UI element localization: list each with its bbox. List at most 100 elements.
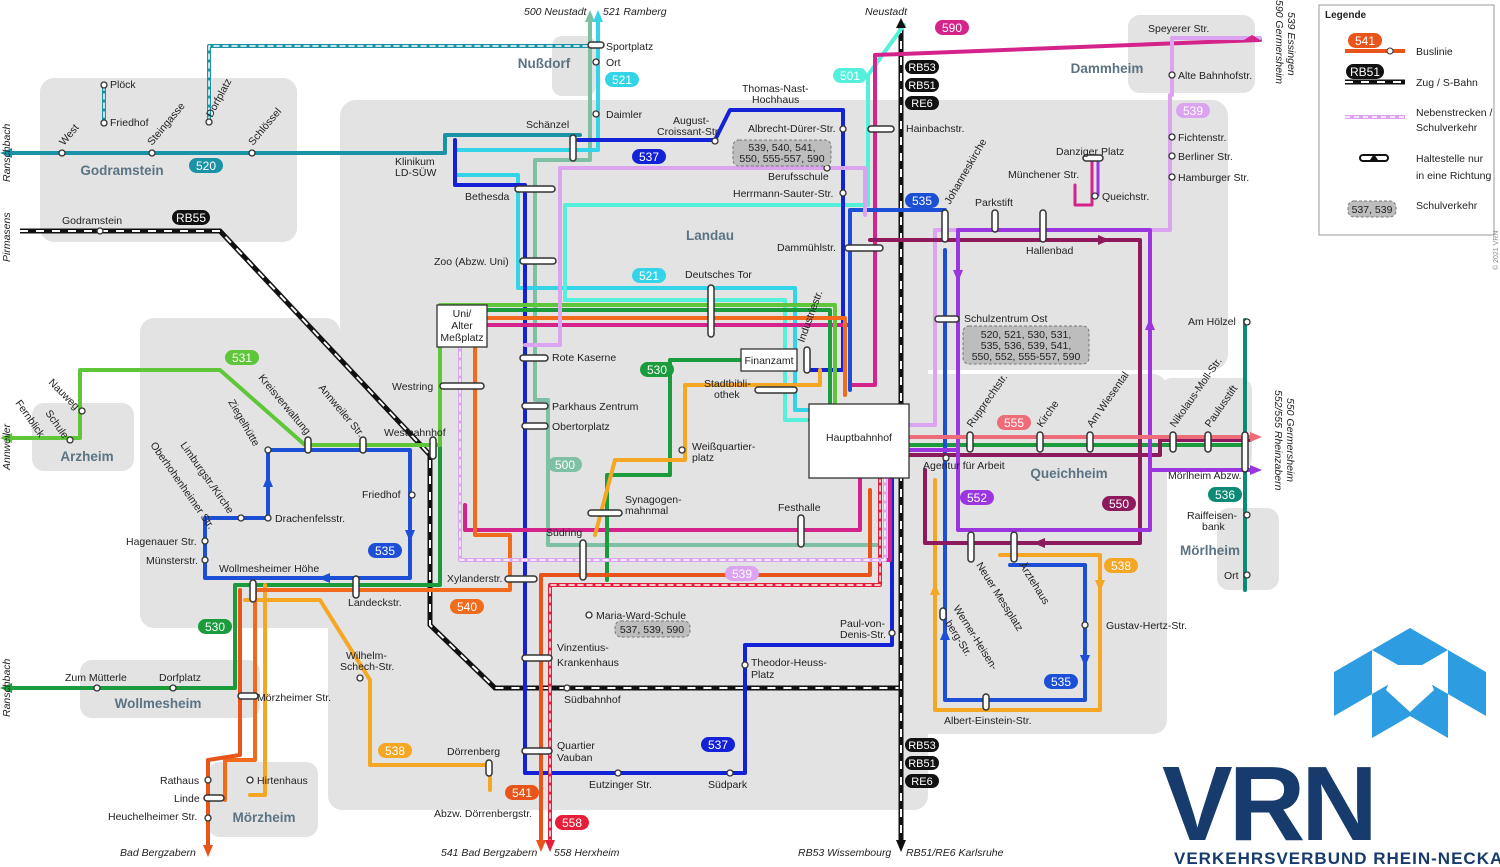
stop-hallenbad: Hallenbad <box>1026 245 1073 257</box>
legend-school-label: Schulverkehr <box>1416 200 1478 212</box>
legend-school-badge: 537, 539 <box>1352 204 1393 216</box>
badge-500: 500 <box>548 457 582 472</box>
route-540 <box>223 316 847 802</box>
stop-hamburger: Hamburger Str. <box>1178 172 1249 184</box>
dest-pirmasens: Pirmasens <box>1 212 13 262</box>
stop-dots <box>58 58 1251 822</box>
badge-537-top: 537 <box>632 149 666 164</box>
legend-bus-label: Buslinie <box>1416 46 1453 58</box>
dest-rheinzabern: 552/555 Rheinzabern <box>1272 390 1284 491</box>
badge-rb53-north: RB53 <box>905 60 939 74</box>
dest-herxheim-558: 558 Herxheim <box>554 847 620 859</box>
svg-text:535: 535 <box>375 544 395 558</box>
legend-direction-icon <box>1370 154 1378 160</box>
stop-maria-ward: Maria-Ward-Schule <box>596 610 686 622</box>
area-label-moerlheim: Mörlheim <box>1180 543 1240 558</box>
area-label-wollmesheim: Wollmesheim <box>115 696 202 711</box>
stop-klinikum-1: Klinikum <box>395 156 435 168</box>
dest-neustadt-500: 500 Neustadt <box>524 6 588 18</box>
stop-synagoge-2: mahnmal <box>625 505 668 517</box>
stop-stadtbib-2: othek <box>714 389 740 401</box>
badge-rb51-south: RB51 <box>905 756 939 770</box>
stop-uni-2: Alter <box>451 320 473 332</box>
area-arzheim <box>32 403 134 471</box>
stop-stadtbib-1: Stadtbibli- <box>704 378 751 390</box>
stop-paul-1: Paul-von- <box>840 618 885 630</box>
stop-schaenzel: Schänzel <box>526 119 569 131</box>
area-label-landau: Landau <box>686 228 734 243</box>
stop-paul-2: Denis-Str. <box>840 629 886 641</box>
badge-535-east: 535 <box>905 193 939 208</box>
badge-rb55: RB55 <box>172 210 210 225</box>
svg-text:539: 539 <box>732 567 752 581</box>
svg-text:530: 530 <box>205 620 225 634</box>
badge-552: 552 <box>960 490 994 505</box>
badge-537-south: 537 <box>701 737 735 752</box>
svg-text:535: 535 <box>1051 675 1071 689</box>
svg-text:538: 538 <box>1111 559 1131 573</box>
stop-rathaus: Rathaus <box>160 775 199 787</box>
stop-eutzinger: Eutzinger Str. <box>589 779 652 791</box>
svg-text:500: 500 <box>555 458 575 472</box>
badge-536: 536 <box>1208 487 1242 502</box>
stop-thomas-2: Hochhaus <box>752 94 799 106</box>
stop-linde: Linde <box>174 793 200 805</box>
svg-text:RE6: RE6 <box>911 98 932 110</box>
stop-zoo: Zoo (Abzw. Uni) <box>434 256 509 268</box>
dest-essingen: 539 Essingen <box>1285 12 1297 76</box>
badge-530-west: 530 <box>198 619 232 634</box>
svg-text:541: 541 <box>512 786 532 800</box>
svg-text:550: 550 <box>1109 497 1129 511</box>
svg-text:537: 537 <box>639 150 659 164</box>
stop-hirtenhaus: Hirtenhaus <box>257 775 308 787</box>
badge-521-nussdorf: 521 <box>605 72 639 87</box>
stop-xylander: Xylanderstr. <box>447 573 502 585</box>
stop-raiffeisen-2: bank <box>1202 521 1226 533</box>
stop-dorfplatz-w: Dorfplatz <box>159 672 201 684</box>
stop-suedring: Südring <box>546 527 582 539</box>
stop-synagoge-1: Synagogen- <box>625 494 682 506</box>
stop-agentur: Agentur für Arbeit <box>923 460 1005 472</box>
stop-raiffeisen-1: Raiffeisen- <box>1187 510 1238 522</box>
badge-re6-north: RE6 <box>905 96 939 110</box>
stop-friedhof-g: Friedhof <box>110 117 149 129</box>
stop-wilhelm-2: Schech-Str. <box>340 661 394 673</box>
destination-labels: 500 Neustadt 521 Ramberg Neustadt 539 Es… <box>1 0 1297 859</box>
route-552 <box>906 228 1252 472</box>
school-boxes: 539, 540, 541, 550, 555-557, 590 520, 52… <box>614 139 1090 638</box>
badge-rb53-south: RB53 <box>905 738 939 752</box>
stop-abzw-doerren: Abzw. Dörrenbergstr. <box>434 808 532 820</box>
area-labels: Landau Godramstein Nußdorf Dammheim Arzh… <box>60 56 1240 825</box>
dest-ramberg-521: 521 Ramberg <box>603 6 667 18</box>
stop-moerzheimer-str: Mörzheimer Str. <box>257 692 331 704</box>
copyright: © 2021 VRN <box>1492 231 1500 270</box>
stop-weissq-1: Weißquartier- <box>692 441 756 453</box>
vrn-subtitle: VERKEHRSVERBUND RHEIN-NECKAR <box>1174 849 1500 867</box>
school-box-1-l2: 550, 555-557, 590 <box>739 153 824 165</box>
stop-berliner: Berliner Str. <box>1178 151 1233 163</box>
stop-ort-n: Ort <box>606 57 621 69</box>
svg-text:RE6: RE6 <box>911 776 932 788</box>
stop-vinzentius-2: Krankenhaus <box>557 657 619 669</box>
badge-521-tor: 521 <box>632 268 666 283</box>
dest-ranschbach-1: Ranschbach <box>1 123 13 182</box>
stop-albert: Albert-Einstein-Str. <box>944 715 1032 727</box>
stop-theodor-2: Platz <box>751 669 774 681</box>
badge-558: 558 <box>555 815 589 830</box>
stop-herrmann: Herrmann-Sauter-Str. <box>733 188 833 200</box>
svg-text:RB55: RB55 <box>176 211 206 225</box>
stop-parkstift: Parkstift <box>975 197 1013 209</box>
legend-stop-1: Haltestelle nur <box>1416 153 1484 165</box>
stop-ploeck: Plöck <box>110 79 136 91</box>
stop-friedhof-l: Friedhof <box>362 489 401 501</box>
school-box-1-l1: 539, 540, 541, <box>748 142 815 154</box>
badge-535-west: 535 <box>368 543 402 558</box>
area-label-arzheim: Arzheim <box>60 449 113 464</box>
stop-quartier-1: Quartier <box>557 740 595 752</box>
area-label-moerzheim: Mörzheim <box>232 810 295 825</box>
area-label-queichheim: Queichheim <box>1030 466 1107 481</box>
stop-gustav: Gustav-Hertz-Str. <box>1106 620 1187 632</box>
badge-rb51-north: RB51 <box>905 78 939 92</box>
badge-540: 540 <box>450 599 484 614</box>
badge-re6-south: RE6 <box>905 774 939 788</box>
